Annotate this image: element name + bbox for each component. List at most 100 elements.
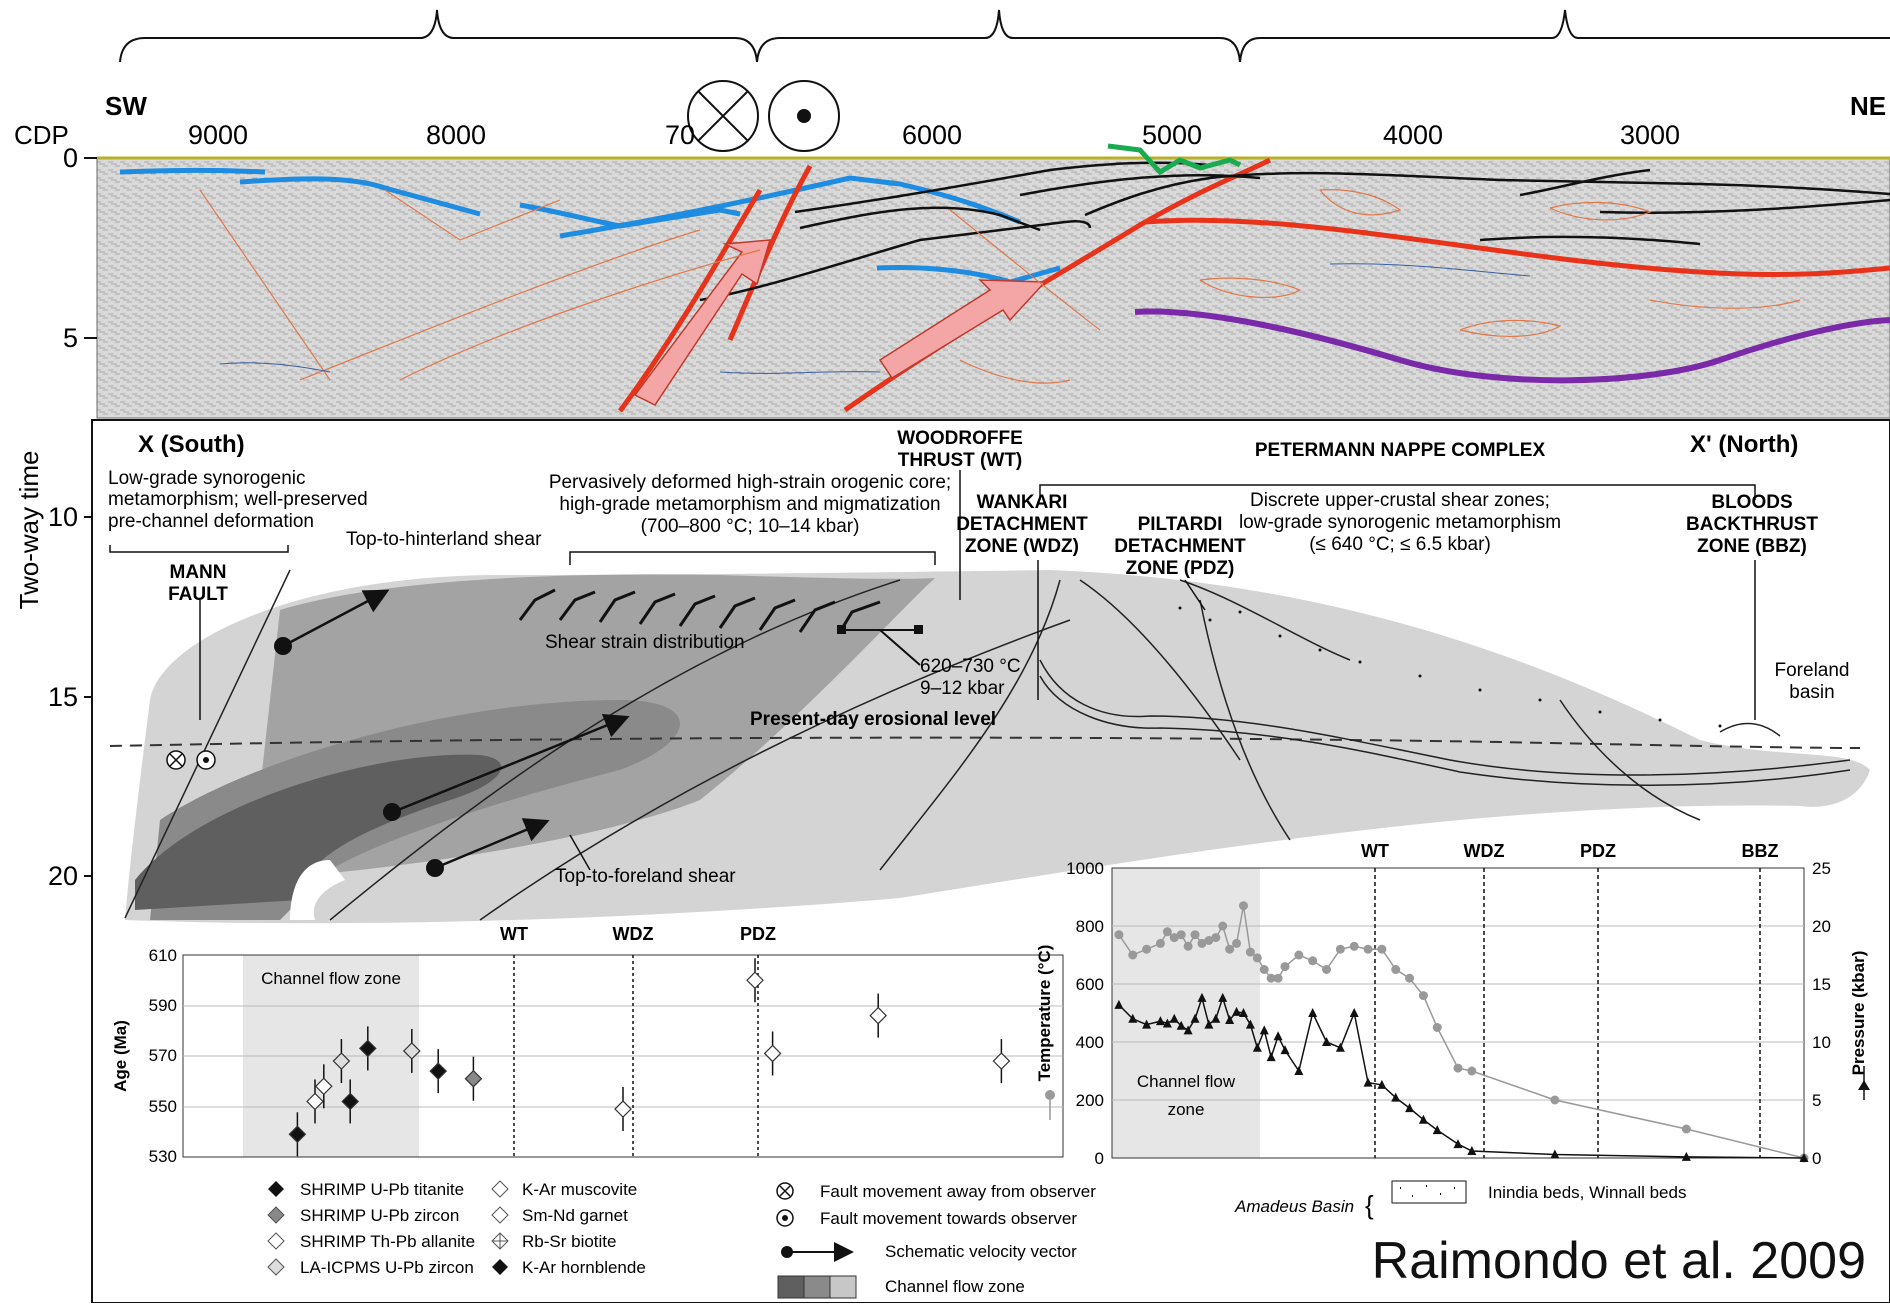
piltardi-label: DETACHMENT [1114, 536, 1246, 557]
legend-item: Fault movement towards observer [820, 1209, 1077, 1228]
pt-bar [837, 625, 923, 666]
pressure-point [1349, 1008, 1359, 1017]
pressure-point [1232, 1006, 1242, 1016]
section-fault-symbols [166, 750, 216, 770]
temperature-point [1225, 944, 1235, 954]
age-y-tick: 570 [149, 1046, 177, 1065]
low-grade-note: Low-grade synorogenic [108, 468, 306, 489]
ne-label: NE [1850, 91, 1886, 121]
age-marker [314, 1077, 333, 1096]
age-y-tick: 590 [149, 996, 177, 1015]
upper-crustal-note: Discrete upper-crustal shear zones; [1250, 490, 1550, 511]
temperature-point [1114, 930, 1124, 940]
bloods-label: BACKTHRUST [1686, 514, 1818, 535]
age-marker [746, 971, 764, 990]
age-marker [992, 1052, 1011, 1070]
pressure-point [1405, 1103, 1415, 1113]
pressure-point [1280, 1045, 1290, 1055]
age-chart: 610 590 570 550 530 Age (Ma) Channel flo… [111, 924, 1064, 1166]
cdp-tick: 5000 [1142, 120, 1202, 150]
temperature-point [1294, 950, 1304, 960]
age-marker [614, 1100, 632, 1118]
pt-left-tick: 1000 [1066, 859, 1104, 878]
pressure-point [1266, 1052, 1276, 1062]
age-point [288, 1112, 307, 1157]
core-note: (700–800 °C; 10–14 kbar) [641, 516, 860, 537]
pressure-point [1391, 1092, 1401, 1102]
age-marker [288, 1125, 307, 1144]
pt-chart: 1000 800 600 400 200 0 25 20 15 10 5 0 T… [1035, 841, 1870, 1168]
pressure-point [1162, 1018, 1172, 1028]
pressure-point [1335, 1042, 1345, 1052]
temperature-point [1280, 962, 1290, 972]
age-y-tick: 530 [149, 1147, 177, 1166]
age-marker-wt: WT [500, 924, 528, 944]
temperature-point [1211, 933, 1221, 943]
mann-fault-label: MANN [170, 562, 227, 583]
bloods-label: ZONE (BBZ) [1697, 536, 1807, 557]
age-marker [332, 1052, 351, 1070]
cdp-label: CDP [14, 120, 69, 150]
age-marker-wdz: WDZ [613, 924, 654, 944]
temperature-point [1308, 956, 1318, 966]
legend-item: Amadeus Basin [1234, 1197, 1354, 1216]
pressure-point [1259, 1025, 1269, 1035]
section-annotations: X (South) X' (North) Low-grade synorogen… [108, 428, 1850, 887]
age-marker [869, 1006, 888, 1025]
legend-item: Rb-Sr biotite [522, 1232, 616, 1251]
depth-ticks: 0 5 10 15 20 [48, 143, 78, 891]
pressure-point [1550, 1149, 1560, 1159]
pt-left-tick: 800 [1076, 917, 1104, 936]
cdp-tick: 8000 [426, 120, 486, 150]
depth-tick: 0 [63, 143, 78, 173]
pressure-point [1377, 1079, 1387, 1089]
temperature-point [1162, 927, 1172, 937]
pressure-point [1183, 1025, 1193, 1035]
pressure-point [1114, 999, 1124, 1009]
pressure-point [1155, 1016, 1165, 1026]
temperature-point [1197, 938, 1207, 948]
legend-item: SHRIMP U-Pb titanite [300, 1180, 464, 1199]
legend-item: Fault movement away from observer [820, 1182, 1096, 1201]
age-point [341, 1079, 360, 1124]
age-marker [429, 1062, 448, 1080]
temperature-point [1418, 991, 1428, 1001]
pressure-point [1218, 992, 1228, 1002]
depth-tick: 20 [48, 861, 78, 891]
legend-item: Inindia beds, Winnall beds [1488, 1183, 1686, 1202]
pressure-point [1211, 1013, 1221, 1023]
temperature-point [1391, 965, 1401, 974]
pt-left-ticks: 1000 800 600 400 200 0 [1066, 859, 1104, 1168]
legend-item: Channel flow zone [885, 1277, 1025, 1296]
temperature-point [1467, 1066, 1477, 1076]
pressure-point [1308, 1008, 1318, 1017]
temperature-point [1273, 973, 1283, 983]
age-marker-pdz: PDZ [740, 924, 776, 944]
temperature-point [1190, 930, 1200, 940]
petermann-label: PETERMANN NAPPE COMPLEX [1255, 440, 1546, 461]
pressure-point [1142, 1019, 1152, 1029]
depth-tick: 15 [48, 682, 78, 712]
upper-crustal-note: low-grade synorogenic metamorphism [1239, 512, 1561, 533]
wankari-label: WANKARI [977, 492, 1068, 513]
temperature-point [1204, 936, 1214, 945]
temperature-point [1259, 965, 1269, 974]
foreland-shear-label: Top-to-foreland shear [555, 866, 736, 887]
temperature-point [1453, 1063, 1463, 1073]
pt-right-tick: 5 [1812, 1091, 1821, 1110]
pt-right-tick: 20 [1812, 917, 1831, 936]
temperature-point [1142, 944, 1152, 954]
temperature-point [1252, 953, 1262, 963]
upper-crustal-note: (≤ 640 °C; ≤ 6.5 kbar) [1309, 534, 1491, 555]
age-zone-label: Channel flow zone [261, 969, 401, 988]
temperature-point [1322, 965, 1332, 974]
age-point [763, 1031, 782, 1076]
pressure-point [1204, 1019, 1214, 1029]
pt-zone-label: Channel flow [1137, 1072, 1236, 1091]
pt-left-tick: 200 [1076, 1091, 1104, 1110]
pressure-point [1252, 1042, 1262, 1052]
fault-away-icon [687, 80, 759, 152]
fault-towards-icon [768, 80, 840, 152]
pt-marker-pdz: PDZ [1580, 841, 1616, 861]
